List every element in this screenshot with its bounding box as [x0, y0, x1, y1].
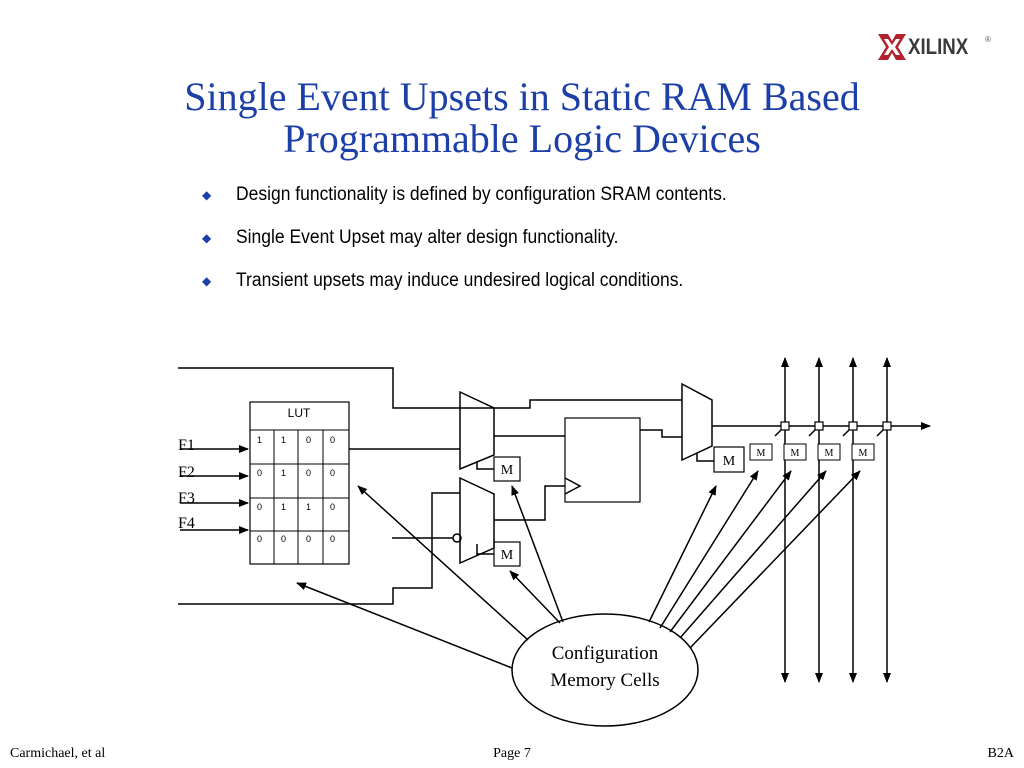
bullet-text: Design functionality is defined by confi…: [236, 184, 727, 205]
slide-title: Single Event Upsets in Static RAM Based …: [100, 76, 944, 160]
bullet-text: Single Event Upset may alter design func…: [236, 227, 619, 248]
pip-switch-3: [848, 421, 858, 431]
bullet-item: ◆ Design functionality is defined by conf…: [200, 184, 769, 227]
pip4-memory-cell: [851, 443, 875, 461]
memory-label: M: [791, 448, 800, 459]
footer-author: Carmichael, et al: [10, 746, 106, 761]
lut-cell: 0: [306, 435, 311, 445]
mux-3: [681, 382, 713, 462]
mux-1: [459, 390, 495, 471]
lut-cell: 0: [257, 534, 262, 544]
bullet-item: ◆ Single Event Upset may alter design fun…: [200, 227, 769, 270]
lut-cell: 0: [306, 468, 311, 478]
xilinx-logo: XILINX ®: [876, 30, 1006, 64]
mux2-memory-cell: [493, 541, 521, 567]
lut-cell: 1: [257, 435, 262, 445]
flip-flop: [564, 417, 641, 503]
pip-switch-4: [882, 421, 892, 431]
lut-cell: 0: [257, 502, 262, 512]
lut-cell: 0: [330, 468, 335, 478]
title-line-2: Programmable Logic Devices: [283, 116, 761, 161]
bullet-text: Transient upsets may induce undesired lo…: [236, 270, 684, 291]
xilinx-x-mark-icon: [878, 34, 906, 60]
memory-label: M: [723, 454, 736, 469]
footer-session-code: B2A: [987, 746, 1014, 761]
pip1-memory-cell: [749, 443, 773, 461]
mux1-memory-cell: [493, 456, 521, 482]
bottom-wire: [178, 492, 460, 605]
pip-switch-2: [814, 421, 824, 431]
pip2-memory-cell: [783, 443, 807, 461]
ellipse-label-line-1: Configuration: [552, 643, 659, 664]
ellipse-label-line-2: Memory Cells: [550, 670, 659, 691]
diamond-bullet-icon: ◆: [202, 231, 212, 245]
lut-cell: 0: [330, 435, 335, 445]
title-line-1: Single Event Upsets in Static RAM Based: [184, 74, 860, 119]
lut-label: LUT: [288, 406, 311, 420]
lut-cell: 0: [257, 468, 262, 478]
xilinx-logo-text: XILINX: [908, 34, 969, 59]
bullet-item: ◆ Transient upsets may induce undesired l…: [200, 270, 769, 313]
memory-label: M: [859, 448, 868, 459]
memory-label: M: [757, 448, 766, 459]
lut-table: [249, 401, 350, 565]
lut-cell: 0: [306, 534, 311, 544]
footer-page-number: Page 7: [493, 746, 531, 761]
clock-triangle-icon: [564, 477, 582, 495]
pip-switch-1: [780, 421, 790, 431]
lut-cell: 1: [306, 502, 311, 512]
top-wire: [178, 367, 682, 409]
lut-cell: 0: [330, 534, 335, 544]
diamond-bullet-icon: ◆: [202, 274, 212, 288]
mux3-memory-cell: [713, 446, 745, 473]
config-memory-ellipse: [511, 613, 699, 727]
memory-label: M: [825, 448, 834, 459]
registered-mark: ®: [985, 35, 991, 44]
memory-label: M: [501, 548, 514, 563]
input-label-f1: F1: [178, 437, 195, 454]
input-label-f4: F4: [178, 515, 195, 532]
lut-cell: 0: [330, 502, 335, 512]
lut-cell: 0: [281, 534, 286, 544]
input-label-f3: F3: [178, 490, 195, 507]
bullet-list: ◆ Design functionality is defined by conf…: [200, 184, 769, 313]
lut-cell: 1: [281, 502, 286, 512]
pip3-memory-cell: [817, 443, 841, 461]
lut-cell: 1: [281, 435, 286, 445]
lut-cell: 1: [281, 468, 286, 478]
input-label-f2: F2: [178, 464, 195, 481]
diamond-bullet-icon: ◆: [202, 188, 212, 202]
memory-label: M: [501, 463, 514, 478]
